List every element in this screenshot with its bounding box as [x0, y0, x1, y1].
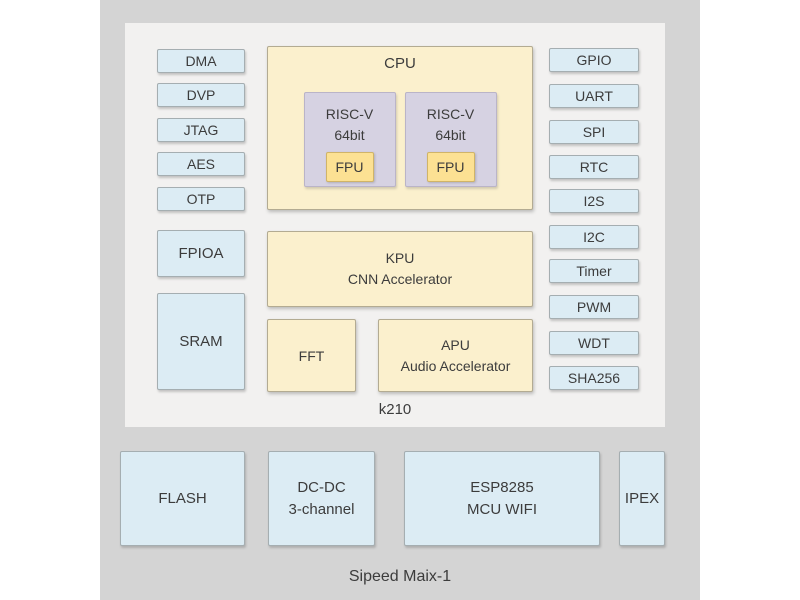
block-wdt: WDT: [549, 331, 639, 355]
block-dma: DMA: [157, 49, 245, 73]
block-jtag: JTAG: [157, 118, 245, 142]
riscv-core-1-label: RISC-V 64bit: [325, 106, 374, 143]
board-maix1: DMA DVP JTAG AES OTP FPIOA SRAM CPU RISC…: [100, 0, 700, 600]
block-gpio: GPIO: [549, 48, 639, 72]
block-otp: OTP: [157, 187, 245, 211]
block-spi: SPI: [549, 120, 639, 144]
chip-k210: DMA DVP JTAG AES OTP FPIOA SRAM CPU RISC…: [125, 23, 665, 427]
fpu-badge-1: FPU: [325, 152, 374, 182]
block-aes: AES: [157, 152, 245, 176]
block-dvp: DVP: [157, 83, 245, 107]
apu-block: APU Audio Accelerator: [378, 319, 533, 392]
block-i2c: I2C: [549, 225, 639, 249]
block-uart: UART: [549, 84, 639, 108]
riscv-core-2-label: RISC-V 64bit: [426, 106, 475, 143]
block-rtc: RTC: [549, 155, 639, 179]
kpu-block: KPU CNN Accelerator: [267, 231, 533, 307]
module-esp8285: ESP8285 MCU WIFI: [404, 451, 600, 546]
board-label: Sipeed Maix-1: [348, 568, 452, 585]
cpu-label: CPU: [384, 55, 416, 72]
block-timer: Timer: [549, 259, 639, 283]
block-pwm: PWM: [549, 295, 639, 319]
module-dcdc: DC-DC 3-channel: [268, 451, 375, 546]
riscv-core-1: RISC-V 64bit FPU: [303, 92, 396, 187]
block-sha256: SHA256: [549, 366, 639, 390]
block-sram: SRAM: [157, 293, 245, 390]
fpu-badge-2: FPU: [426, 152, 475, 182]
chip-label: k210: [378, 401, 412, 418]
cpu-cores-row: RISC-V 64bit FPU RISC-V 64bit FPU: [268, 92, 532, 187]
block-i2s: I2S: [549, 189, 639, 213]
riscv-core-2: RISC-V 64bit FPU: [404, 92, 497, 187]
block-fpioa: FPIOA: [157, 230, 245, 277]
fft-block: FFT: [267, 319, 356, 392]
module-ipex: IPEX: [619, 451, 665, 546]
module-flash: FLASH: [120, 451, 245, 546]
cpu-block: CPU RISC-V 64bit FPU RISC-V 64bit FPU: [267, 46, 533, 210]
